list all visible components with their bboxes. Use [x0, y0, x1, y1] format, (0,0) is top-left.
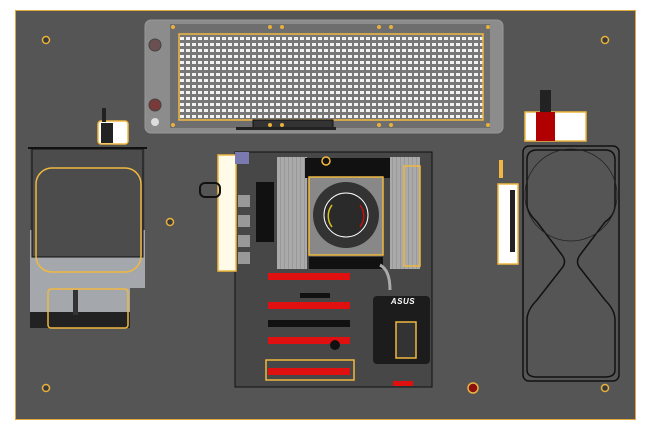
io-shield[interactable] — [217, 154, 237, 272]
pcie-slot[interactable] — [268, 337, 350, 344]
mount-hole[interactable] — [600, 383, 610, 393]
ram-slots-right[interactable] — [390, 157, 420, 269]
pcie-slots — [265, 273, 355, 381]
radiator-fitting[interactable] — [148, 98, 162, 112]
motherboard-brand-logo: ASUS — [390, 297, 416, 306]
power-supply[interactable] — [28, 108, 147, 329]
graphics-card[interactable] — [497, 90, 620, 382]
mount-hole[interactable] — [165, 217, 175, 227]
psu-fan-outline — [35, 167, 142, 273]
motherboard[interactable] — [199, 151, 433, 388]
mount-hole[interactable] — [41, 383, 51, 393]
pcie-slot[interactable] — [268, 368, 350, 375]
ram-slots-left[interactable] — [277, 157, 307, 269]
mount-hole-selected[interactable] — [467, 382, 479, 394]
ram-slot-highlight[interactable] — [403, 165, 421, 267]
radiator-fitting[interactable] — [148, 38, 162, 52]
radiator-fins — [178, 33, 484, 121]
pcie-slot[interactable] — [268, 273, 350, 280]
pcie-slot-highlight[interactable] — [265, 359, 355, 381]
pcie-slot[interactable] — [268, 302, 350, 309]
mount-hole[interactable] — [41, 35, 51, 45]
mount-hole[interactable] — [600, 35, 610, 45]
pcie-slot[interactable] — [268, 320, 350, 327]
psu-switch-highlight[interactable] — [47, 288, 129, 329]
radiator[interactable] — [144, 19, 504, 134]
gpu-power-connector[interactable] — [524, 111, 587, 142]
